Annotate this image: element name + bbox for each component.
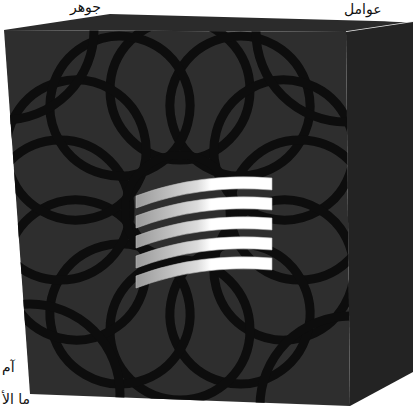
text-fragment: آم bbox=[2, 360, 15, 375]
cube-side bbox=[346, 22, 413, 406]
text-fragment: ما الأ bbox=[2, 392, 30, 407]
text-fragment: جوهر bbox=[70, 0, 101, 15]
text-fragment: عوامل bbox=[344, 2, 382, 17]
logo-bands bbox=[136, 177, 272, 288]
